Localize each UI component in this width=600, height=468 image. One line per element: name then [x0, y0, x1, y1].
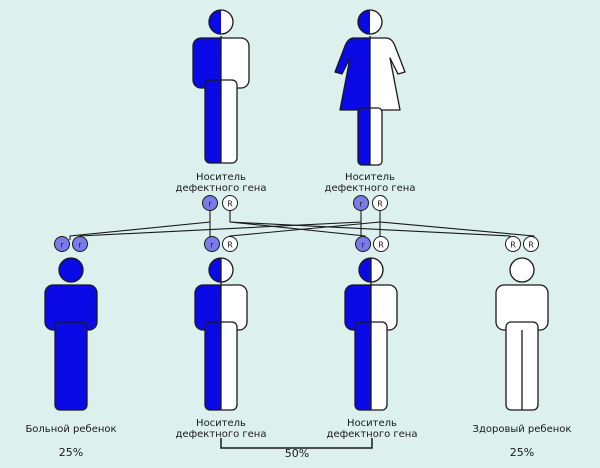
child2-label-line2: дефектного гена: [176, 429, 267, 440]
allele-dominant: [372, 195, 388, 211]
carrier-child-figure-icon: [194, 257, 248, 411]
affected-child-figure-icon: [44, 257, 98, 411]
allele-recessive: [54, 236, 70, 252]
inheritance-lines: [69, 210, 535, 240]
child4-label-line1: Здоровый ребенок: [473, 424, 572, 435]
allele-recessive: [355, 236, 371, 252]
allele-dominant: [222, 195, 238, 211]
allele-recessive: [202, 195, 218, 211]
allele-label: R: [227, 200, 233, 209]
allele-label: R: [377, 200, 383, 209]
allele-label: R: [378, 241, 384, 250]
child3-alleles: r R: [355, 236, 389, 252]
child3-label-line2: дефектного гена: [327, 429, 418, 440]
allele-label: R: [510, 241, 516, 250]
allele-label: r: [359, 200, 363, 209]
allele-recessive: [72, 236, 88, 252]
healthy-child-figure-icon: [495, 257, 549, 411]
allele-label: r: [208, 200, 212, 209]
child4-alleles: R R: [505, 236, 539, 252]
allele-dominant: [222, 236, 238, 252]
mother-R-branch: [229, 210, 535, 240]
child1-alleles: r r: [54, 236, 88, 252]
mother-figure-icon: [334, 9, 406, 166]
child2-label-line1: Носитель: [196, 418, 246, 429]
father-figure-icon: [192, 9, 250, 164]
allele-recessive: [204, 236, 220, 252]
child3-label-line1: Носитель: [347, 418, 397, 429]
mother-alleles: r R: [353, 195, 388, 211]
child1-label-line1: Больной ребенок: [25, 424, 116, 435]
father-label-line2: дефектного гена: [176, 183, 267, 194]
father-alleles: r R: [202, 195, 238, 211]
allele-label: r: [78, 241, 82, 250]
father-label-line1: Носитель: [196, 172, 246, 183]
allele-label: r: [60, 241, 64, 250]
healthy-percentage: 25%: [510, 446, 534, 459]
allele-label: R: [528, 241, 534, 250]
allele-label: R: [227, 241, 233, 250]
father-R-branch: [229, 210, 511, 240]
carriers-percentage: 50%: [285, 447, 309, 460]
mother-r-branch: [79, 210, 362, 240]
carrier-child-figure-icon: [344, 257, 398, 411]
allele-label: r: [361, 241, 365, 250]
mother-label-line1: Носитель: [345, 172, 395, 183]
allele-dominant: [373, 236, 389, 252]
mother-label-line2: дефектного гена: [325, 183, 416, 194]
carriers-bracket: [220, 438, 373, 449]
allele-recessive: [353, 195, 369, 211]
allele-label: r: [210, 241, 214, 250]
allele-dominant: [523, 236, 539, 252]
allele-dominant: [505, 236, 521, 252]
affected-percentage: 25%: [59, 446, 83, 459]
child2-alleles: r R: [204, 236, 238, 252]
